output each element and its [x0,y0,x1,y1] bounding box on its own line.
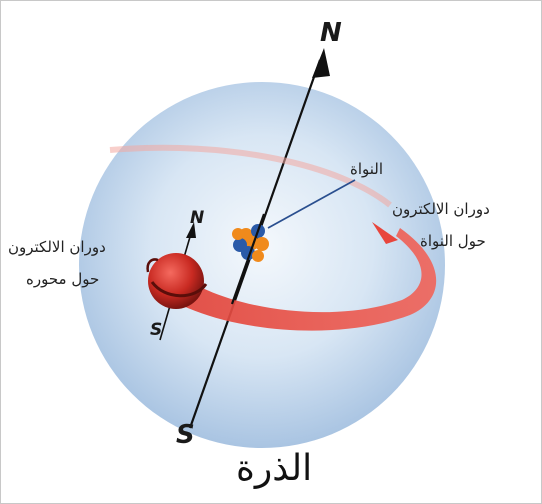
diagram-title: الذرة [236,448,313,489]
electron-spin-arrow [146,258,159,273]
orbit-label-line1: دوران الالكترون [392,200,490,218]
nucleus-label: النواة [350,160,384,178]
orbit-label-line2: حول النواة [420,232,486,250]
electron [148,253,204,309]
electron-south-label: S [150,320,163,340]
electron-north-label: N [190,208,205,228]
spin-label-line1: دوران الالكترون [8,238,106,256]
spin-label-line2: حول محوره [26,270,100,288]
electron-spin-band [150,281,208,298]
orbit-arrowhead [372,222,398,244]
atom-sphere [79,82,445,448]
orbit-ribbon [150,228,437,331]
main-axis-arrowhead [312,48,330,78]
main-south-label: S [176,420,195,450]
main-axis-front [230,213,266,305]
main-north-label: N [320,18,342,48]
electron-axis-arrowhead [186,222,196,238]
nucleus-leader-line [267,179,356,229]
orbit-trail-back [109,144,392,208]
